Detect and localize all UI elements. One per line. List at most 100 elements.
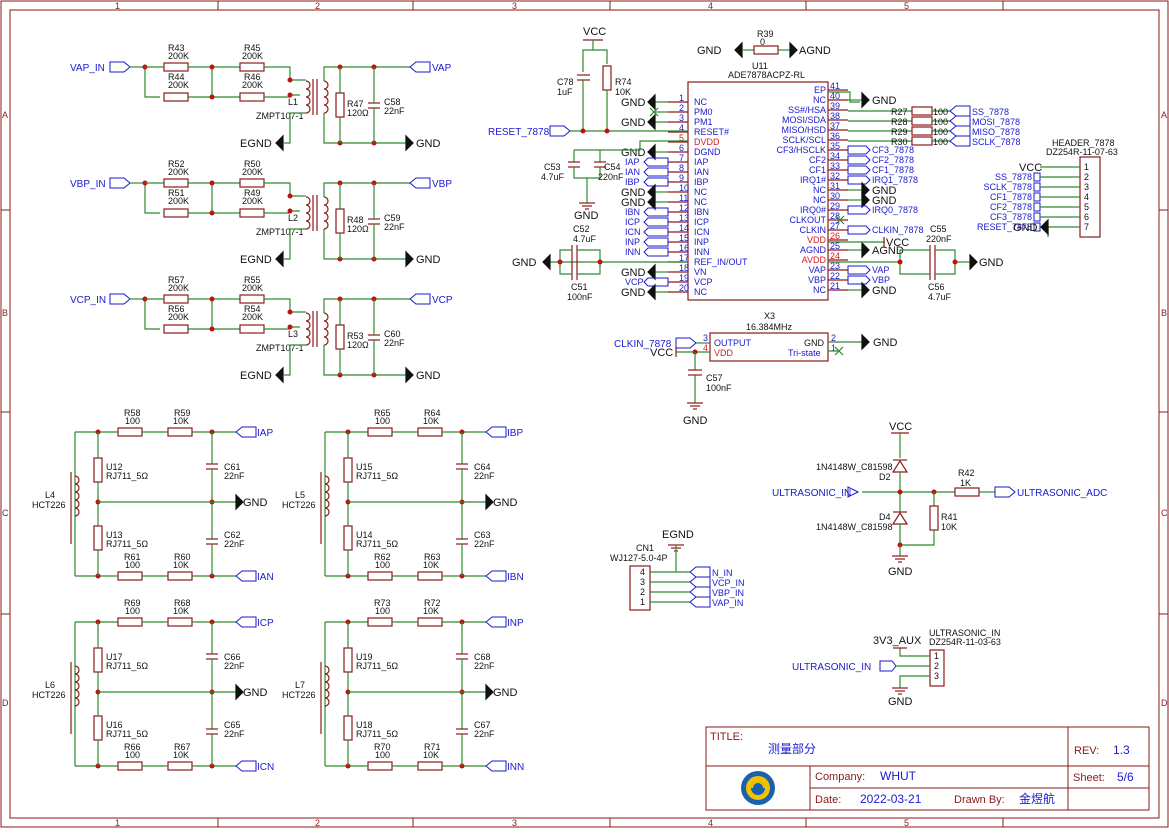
- resistor-bottom-a-value: 200K: [168, 312, 189, 322]
- ic-net-label: CLKIN_7878: [872, 225, 924, 235]
- series-resistor-10k: [167, 761, 193, 771]
- series-resistor-value: 10K: [173, 416, 189, 426]
- r39-agnd-label: AGND: [799, 45, 831, 57]
- load-resistor-value: 120Ω: [347, 340, 369, 350]
- resistor-top-a-value: 200K: [168, 51, 189, 61]
- header-net-label: RESET_7878: [977, 222, 1032, 232]
- osc-out-pin: OUTPUT: [714, 338, 752, 348]
- series-resistor-ref: R72: [424, 598, 441, 608]
- ic-net-flag-icon: [643, 167, 669, 177]
- ush-ref: ULTRASONIC_IN: [929, 628, 1000, 638]
- osc-pin2: 2: [831, 333, 836, 343]
- frame-row-left-label: D: [2, 698, 9, 708]
- c55-ref: C55: [930, 224, 947, 234]
- ic-pin-name: NC: [813, 185, 826, 195]
- header-pin-number: 2: [1084, 172, 1089, 182]
- spi-net-flag-icon: [949, 105, 971, 117]
- series-resistor-ref: R68: [174, 598, 191, 608]
- vcc-label: VCC: [583, 26, 606, 38]
- ic-pin-name: ICN: [694, 227, 710, 237]
- tvs-part: RJ711_5Ω: [106, 729, 148, 739]
- r42-value: 1K: [960, 478, 971, 488]
- ic-gnd-label: GND: [872, 185, 897, 197]
- coil-ref: L5: [295, 490, 305, 500]
- ic-net-label: INP: [625, 237, 640, 247]
- egnd-label: EGND: [240, 254, 272, 266]
- ground-arrow-icon: [1040, 218, 1049, 236]
- frame-column-top-label: 4: [708, 1, 713, 11]
- frame-column-top-label: 2: [315, 1, 320, 11]
- cn1-net-flag-icon: [689, 596, 711, 608]
- ic-pin-name: NC: [694, 97, 707, 107]
- voltage-input-label: VBP_IN: [70, 179, 106, 190]
- resistor-bottom-b-ref: R54: [244, 304, 261, 314]
- gnd-label: GND: [416, 370, 441, 382]
- ic-pin-name: CLKOUT: [789, 215, 826, 225]
- ic-net-label: ICP: [625, 217, 640, 227]
- tb-title-label: TITLE:: [710, 731, 743, 743]
- load-resistor: [335, 92, 345, 118]
- ic-pin-number: 4: [679, 123, 684, 133]
- cn1-net-label: VCP_IN: [712, 578, 745, 588]
- header-net-flag-icon: [1033, 192, 1041, 202]
- ic-pin-number: 40: [830, 91, 840, 101]
- ic-pin-name: DVDD: [694, 137, 720, 147]
- frame-column-top-label: 3: [512, 1, 517, 11]
- ground-arrow-icon: [647, 93, 656, 111]
- output-net-flag-icon: [485, 426, 507, 438]
- transformer-part: ZMPT107-1: [256, 227, 304, 237]
- current-channel-c: R69100R6810KR66100R6710KU17RJ711_5ΩU16RJ…: [32, 598, 274, 773]
- tvs-element: [343, 457, 353, 483]
- cn1-pin-number: 4: [640, 567, 645, 577]
- series-resistor-ref: R66: [124, 742, 141, 752]
- tb-drawn: 金煜航: [1019, 791, 1055, 806]
- ush-pin3: 3: [934, 671, 939, 681]
- spi-resistor-value: 100: [933, 127, 948, 137]
- ic-net-flag-icon: [847, 275, 871, 285]
- load-resistor-ref: R48: [347, 215, 364, 225]
- transformer-primary-coil: [305, 80, 311, 114]
- transformer-ref: L1: [288, 97, 298, 107]
- ic-pin-number: 32: [830, 171, 840, 181]
- transformer-primary-coil: [305, 196, 311, 230]
- ic-net-flag-icon: [643, 177, 669, 187]
- coil-ref: L4: [45, 490, 55, 500]
- ic-pin-number: 10: [679, 183, 689, 193]
- ic-net-label: ICN: [625, 227, 641, 237]
- filter-cap-ref: C58: [384, 97, 401, 107]
- tvs-ref: U13: [106, 530, 123, 540]
- r39-gnd-label: GND: [697, 45, 722, 57]
- ic-pin-number: 33: [830, 161, 840, 171]
- spi-net-label: MISO_7878: [972, 127, 1020, 137]
- header-net-label: SS_7878: [995, 172, 1032, 182]
- spi-net-flag-icon: [949, 125, 971, 137]
- current-transformer-coil: [324, 665, 330, 707]
- cn1-net-label: N_IN: [712, 568, 733, 578]
- ic-gnd-label: GND: [621, 117, 646, 129]
- ush-pin1: 1: [934, 651, 939, 661]
- cn1-egnd-label: EGND: [662, 529, 694, 541]
- osc-pin1: 1: [831, 343, 836, 353]
- gnd-label: GND: [416, 138, 441, 150]
- resistor-top-a-ref: R57: [168, 275, 185, 285]
- filter-cap-value: 22nF: [474, 661, 495, 671]
- tvs-part: RJ711_5Ω: [356, 729, 398, 739]
- ground-arrow-icon: [275, 134, 284, 152]
- ic-pin-number: 34: [830, 151, 840, 161]
- r39-ref: R39: [757, 29, 774, 39]
- ground-arrow-icon: [647, 283, 656, 301]
- frame-row-left-label: B: [2, 308, 8, 318]
- output-net-flag-icon: [409, 177, 431, 189]
- output-net-flag-icon: [235, 760, 257, 772]
- series-resistor-value: 10K: [423, 606, 439, 616]
- resistor-top-a-ref: R43: [168, 43, 185, 53]
- cn1-net-flag-icon: [689, 566, 711, 578]
- wire: [284, 112, 306, 144]
- series-resistor-ref: R59: [174, 408, 191, 418]
- ic-net-flag-icon: [847, 175, 871, 185]
- c56-ref: C56: [928, 282, 945, 292]
- series-resistor-ref: R67: [174, 742, 191, 752]
- ic-gnd-label: GND: [872, 285, 897, 297]
